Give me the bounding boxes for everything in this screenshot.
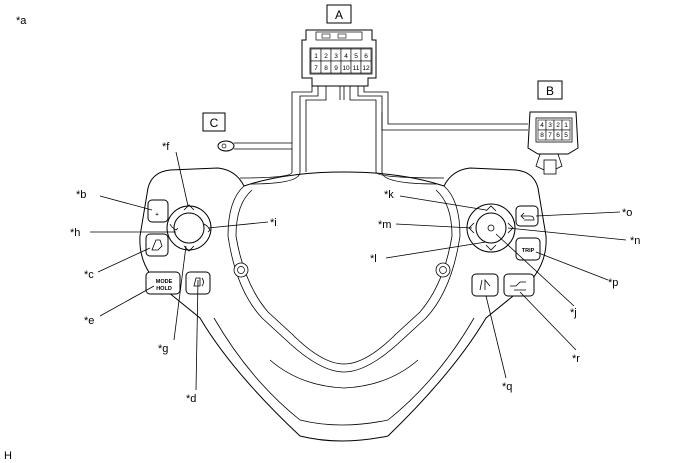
phone-offhook-icon (203, 223, 211, 233)
callout-leaders (90, 151, 627, 391)
callout-h: *h (70, 227, 80, 239)
connector-b-pin-number: 5 (564, 132, 568, 139)
connector-c: C (202, 112, 292, 152)
connector-a-pin-number: 8 (324, 65, 328, 72)
connector-c-label: C (210, 116, 219, 130)
car-distance-icon (510, 281, 526, 291)
connector-a-label: A (335, 8, 343, 22)
connector-a-pin-number: 3 (334, 53, 338, 60)
steering-pad-inner (227, 185, 461, 373)
volume-up-label: + (155, 212, 158, 218)
connector-b-pin-cell (561, 129, 571, 141)
connector-b-label: B (546, 84, 554, 98)
connector-a-pin-number: 2 (324, 53, 328, 60)
talk-switch-left[interactable] (145, 233, 169, 257)
phone-onhook-icon (169, 223, 179, 231)
cruise-distance-button[interactable] (503, 273, 535, 297)
mode-label: MODE (156, 279, 173, 285)
callout-k: *k (384, 189, 394, 201)
right-down-arrow (485, 244, 497, 251)
connector-b-pin-number: 6 (556, 132, 560, 139)
left-control-pad-inner[interactable] (173, 212, 205, 244)
callout-b: *b (76, 189, 86, 201)
callout-f: *f (162, 141, 170, 153)
connector-b-pin-number: 2 (556, 122, 560, 129)
connector-b-pin-number: 3 (548, 122, 552, 129)
connector-b-pin-number: 4 (540, 122, 544, 129)
connector-c-label-box (202, 112, 226, 132)
connector-a-pin-number: 9 (334, 65, 338, 72)
trip-label: TRIP (522, 248, 535, 254)
connector-b-clip (543, 159, 557, 175)
connector-b-label-box (537, 80, 563, 100)
connector-a-pin-number: 1 (314, 53, 318, 60)
connector-b-pin-number: 7 (548, 132, 552, 139)
callout-c: *c (84, 269, 94, 281)
connector-a-label-box (326, 4, 352, 24)
lane-assist-icon (479, 278, 491, 291)
callout-d: *d (186, 393, 196, 405)
right-right-arrow (507, 222, 514, 234)
left-up-arrow (183, 204, 195, 211)
callout-p: *p (608, 277, 618, 289)
back-arrow-icon (520, 212, 535, 221)
volume-up-button[interactable] (147, 199, 169, 223)
connector-a-pin-number: 11 (353, 65, 360, 72)
callout-g: *g (158, 343, 168, 355)
callout-o: *o (622, 207, 632, 219)
callout-i: *i (270, 217, 277, 229)
mode-hold-button[interactable] (145, 271, 181, 295)
callout-n: *n (630, 235, 640, 247)
callout-j: *j (570, 307, 577, 319)
corner-label: *a (16, 15, 27, 27)
footer-label: H (4, 450, 12, 462)
connector-b-pin-number: 8 (540, 132, 544, 139)
connector-a-pin-number: 5 (354, 53, 358, 60)
voice-icon-left (151, 239, 163, 251)
left-switch-cluster: + MODE HOLD (145, 199, 212, 295)
hold-label: HOLD (156, 286, 172, 292)
connector-a-pin-number: 12 (362, 65, 370, 72)
right-up-arrow (485, 205, 497, 212)
connector-a-pin-number: 7 (314, 65, 318, 72)
connector-a-pin-number: 10 (342, 65, 350, 72)
callout-m: *m (378, 219, 391, 231)
connector-a-pin-cell (360, 60, 372, 74)
trip-button[interactable] (515, 237, 541, 261)
callout-q: *q (502, 381, 512, 393)
callout-r: *r (572, 353, 580, 365)
connector-b-pin-number: 1 (564, 122, 568, 129)
connector-a-pin-number: 4 (344, 53, 348, 60)
enter-button[interactable] (487, 224, 495, 232)
connector-a-pin-number: 6 (364, 53, 368, 60)
callout-e: *e (84, 315, 94, 327)
callout-l: *l (370, 253, 377, 265)
